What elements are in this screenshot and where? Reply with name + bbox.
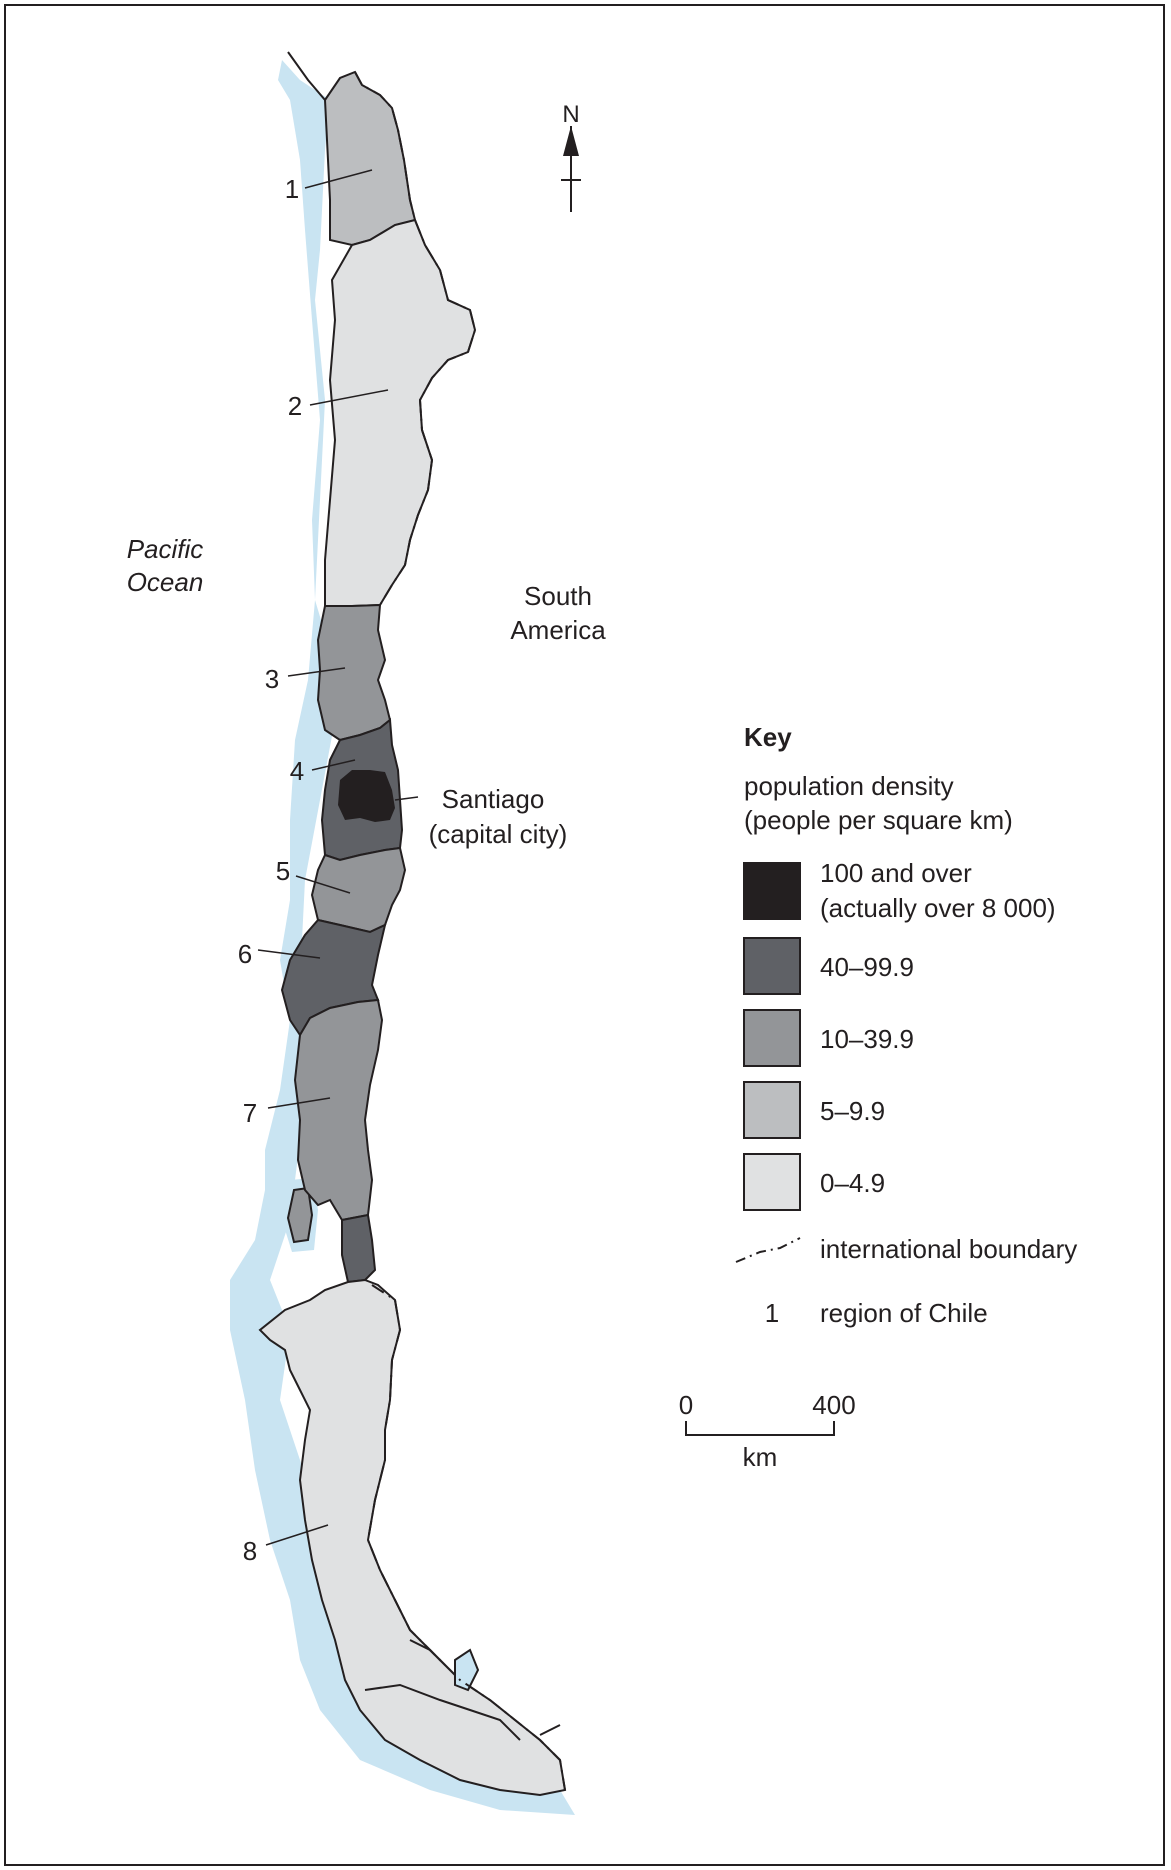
region-2	[324, 218, 477, 607]
continent-label-line2: America	[510, 615, 606, 645]
region-7	[293, 998, 384, 1222]
scale-end: 400	[812, 1390, 855, 1420]
key-swatch-40-99	[743, 937, 801, 995]
city-label-line1: Santiago	[442, 784, 545, 814]
region-5	[310, 846, 407, 934]
ocean-label-line2: Ocean	[127, 567, 204, 597]
key-swatch-10-39	[743, 1009, 801, 1067]
region-label-2: 2	[288, 391, 302, 421]
continent-label-line1: South	[524, 581, 592, 611]
key-item-1-line2: (actually over 8 000)	[820, 893, 1056, 923]
southern-boundary-line	[539, 1724, 561, 1736]
international-boundary	[354, 71, 477, 606]
key-item-4-label: 5–9.9	[820, 1096, 885, 1126]
scale-start: 0	[679, 1390, 693, 1420]
santiago-area	[338, 770, 395, 822]
ocean-label-line1: Pacific	[127, 534, 204, 564]
northern-boundary-line	[287, 51, 326, 101]
scale-unit: km	[743, 1442, 778, 1472]
key-swatch-5-9	[743, 1081, 801, 1139]
international-boundary	[366, 1284, 566, 1791]
region-label-7: 7	[243, 1098, 257, 1128]
region-leader-lines	[257, 169, 419, 1546]
city-label-line2: (capital city)	[429, 819, 568, 849]
region-8	[258, 1278, 567, 1797]
region-label-5: 5	[276, 856, 290, 886]
key-item-1-line1: 100 and over	[820, 858, 972, 888]
north-label: N	[562, 101, 579, 128]
scale-bar	[685, 1421, 835, 1436]
region-1	[323, 70, 417, 247]
key-boundary-label: international boundary	[820, 1234, 1077, 1264]
key-subtitle-line1: population density	[744, 771, 954, 801]
region-7-south	[341, 1213, 377, 1284]
region-label-1: 1	[285, 174, 299, 204]
map-frame	[4, 4, 1165, 1866]
key-item-2-label: 40–99.9	[820, 952, 914, 982]
region-label-4: 4	[290, 756, 304, 786]
key-boundary-symbol	[735, 1237, 801, 1263]
key-item-3-label: 10–39.9	[820, 1024, 914, 1054]
key-subtitle-line2: (people per square km)	[744, 805, 1013, 835]
ocean-fringe	[230, 60, 575, 1815]
region-3	[316, 603, 392, 742]
region-label-6: 6	[238, 939, 252, 969]
key-swatch-100-plus	[743, 862, 801, 920]
region-label-3: 3	[265, 664, 279, 694]
region-label-8: 8	[243, 1536, 257, 1566]
key-region-symbol: 1	[765, 1298, 779, 1328]
fjord	[364, 1683, 521, 1741]
key-swatch-0-4	[743, 1153, 801, 1211]
key-title: Key	[744, 722, 792, 752]
north-arrow-icon	[561, 126, 581, 212]
key-item-5-label: 0–4.9	[820, 1168, 885, 1198]
key-region-label: region of Chile	[820, 1298, 988, 1328]
